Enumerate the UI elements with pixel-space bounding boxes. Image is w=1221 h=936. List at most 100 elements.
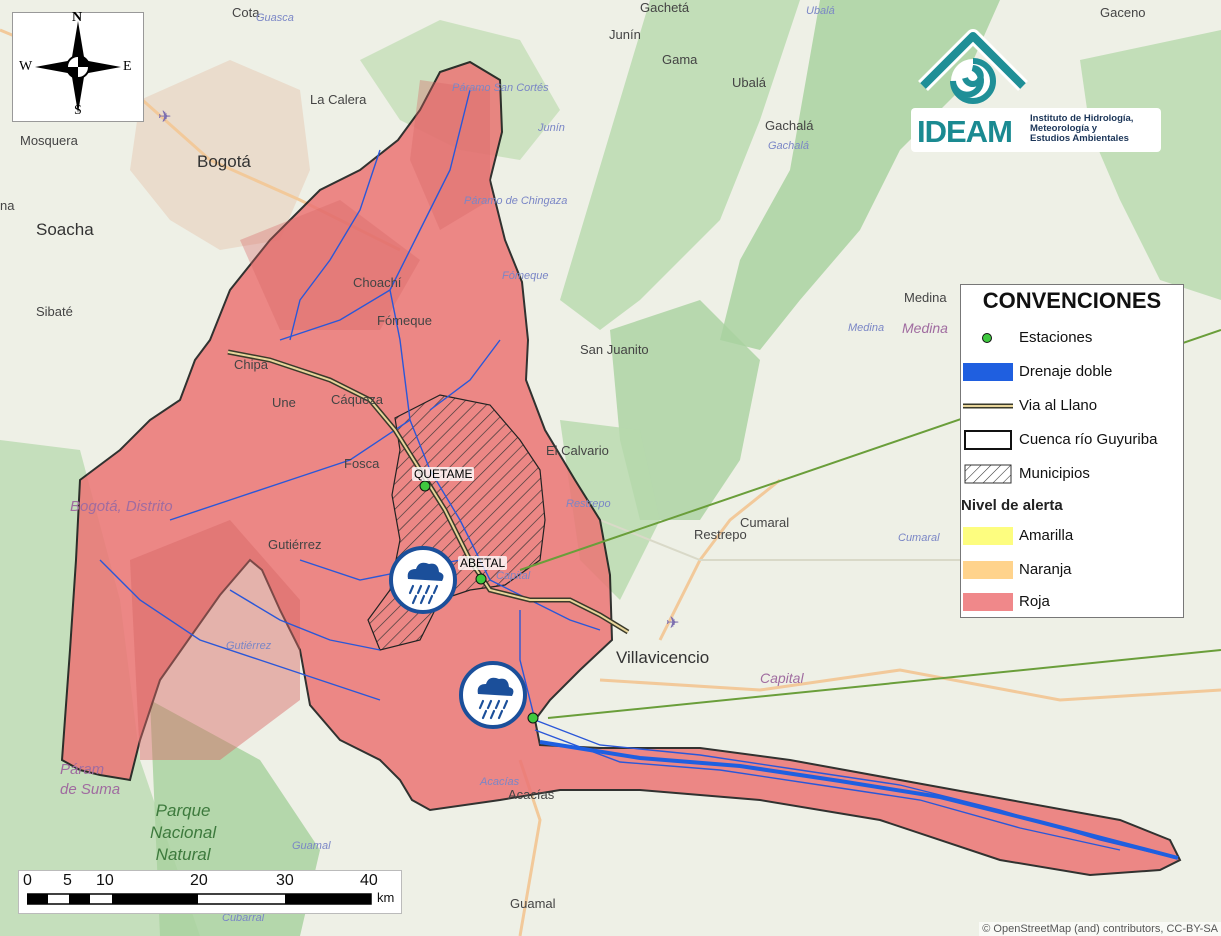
river-label-ubala: Ubalá (806, 5, 835, 17)
station-label-puente: ABETAL (458, 556, 508, 570)
place-caqueza: Cáqueza (331, 392, 384, 407)
place-el-calvario: El Calvario (546, 443, 609, 458)
place-junin: Junín (609, 27, 641, 42)
legend-item-via: Via al Llano (961, 391, 1183, 421)
place-na: na (0, 198, 15, 213)
legend-item-municipios: Municipios (961, 459, 1183, 489)
place-acacias: Acacías (508, 787, 555, 802)
legend-label: Amarilla (1019, 527, 1074, 544)
road (599, 668, 1221, 702)
relief-area (1080, 30, 1221, 300)
logo-subtitle-1: Instituto de Hidrología, (1030, 113, 1134, 124)
place-medina: Medina (904, 290, 947, 305)
place-chipaque: Chipa (234, 357, 268, 372)
region-medina: Medina (902, 320, 948, 336)
river-label-fomeque: Fómeque (502, 270, 549, 282)
hatch-swatch-icon (964, 464, 1012, 484)
river-label-paramo-ch: Páramo de Chingaza (464, 195, 568, 207)
relief-area (560, 0, 800, 330)
park-label: Parque Nacional Natural (150, 801, 217, 864)
region-paramo-suma: Páram de Suma (60, 761, 121, 798)
place-ubala: Ubalá (732, 75, 766, 90)
legend-item-drenaje: Drenaje doble (961, 357, 1183, 387)
basin-relief (410, 80, 490, 230)
place-une: Une (272, 395, 296, 410)
legend-label: Cuenca río Guyuriba (1019, 431, 1158, 448)
river-label-guamal: Guamal (292, 840, 331, 852)
place-gaceno: Gaceno (1100, 5, 1146, 20)
ideam-logo: IDEAM Instituto de Hidrología, Meteorolo… (903, 26, 1165, 154)
place-guamal: Guamal (510, 896, 556, 911)
legend-label: Estaciones (1019, 329, 1093, 346)
place-gacheta: Gachetá (640, 0, 690, 15)
scale-unit: km (377, 890, 395, 905)
place-villavicencio: Villavicencio (616, 648, 710, 667)
legend-item-cuenca: Cuenca río Guyuriba (961, 425, 1183, 455)
watershed-cuenca-rio-guyuriba (60, 60, 1182, 877)
legend-level-roja: Roja (961, 587, 1183, 617)
legend-title: CONVENCIONES (982, 288, 1162, 313)
airport-icon: ✈ (666, 613, 679, 632)
via-al-llano-inner (227, 351, 629, 633)
place-fomeque: Fómeque (377, 313, 432, 328)
place-choachi: Choachí (353, 275, 402, 290)
place-soacha: Soacha (36, 220, 94, 239)
river-label-cubarral: Cubarral (222, 912, 265, 924)
scale-tick: 10 (96, 872, 114, 889)
river-label-medina: Medina (848, 322, 885, 334)
river-label-paramo-sc: Páramo San Cortés (452, 82, 549, 94)
place-gachala: Gachalá (765, 118, 814, 133)
drainage-swatch-icon (963, 363, 1013, 381)
rain-alert-icon[interactable] (458, 660, 528, 730)
basin-relief (240, 200, 420, 330)
road-line-icon (963, 403, 1013, 409)
logo-subtitle-2: Meteorología y (1030, 123, 1098, 134)
station-puente-marker (475, 573, 487, 585)
place-gama: Gama (662, 52, 698, 67)
river-label-restrepo: Restrepo (566, 498, 611, 510)
station-3-marker (527, 712, 539, 724)
scale-tick: 0 (23, 872, 32, 889)
drenaje-doble (539, 740, 1179, 860)
place-mosquera: Mosquera (20, 133, 78, 148)
place-sibate: Sibaté (36, 304, 73, 319)
river-label-gachala: Gachalá (768, 140, 809, 152)
legend-section-title: Nivel de alerta (961, 497, 1063, 514)
legend-level-amarilla: Amarilla (961, 521, 1183, 551)
orange-swatch-icon (963, 561, 1013, 579)
place-bogota: Bogotá (197, 152, 251, 171)
place-la-calera: La Calera (310, 92, 367, 107)
river-label-acacias: Acacías (480, 776, 520, 788)
logo-subtitle: Instituto de Hidrología, Meteorología y … (1030, 114, 1133, 144)
station-dot-icon (982, 333, 992, 343)
logo-subtitle-3: Estudios Ambientales (1030, 133, 1129, 144)
scale-tick: 5 (63, 872, 72, 889)
place-cumaral: Cumaral (740, 515, 790, 530)
scale-bar-graphic (27, 893, 372, 905)
basin-outline-icon (964, 430, 1012, 450)
scale-bar: 0 5 10 20 30 40 km (18, 870, 402, 914)
scale-tick: 30 (276, 872, 294, 889)
airport-icon: ✈ (158, 107, 171, 126)
legend-label: Via al Llano (1019, 397, 1098, 414)
compass-e: E (123, 59, 132, 74)
place-gutierrez: Gutiérrez (268, 537, 322, 552)
north-arrow: N S E W (12, 10, 144, 122)
place-fosca: Fosca (344, 456, 380, 471)
legend-label: Roja (1019, 593, 1050, 610)
station-quetame-marker (419, 480, 431, 492)
legend: CONVENCIONES Estaciones Drenaje doble Vi… (960, 284, 1184, 618)
river-label-junin: Junín (538, 122, 565, 134)
region-bogota-dc: Bogotá, Distrito (70, 498, 173, 515)
scale-tick: 40 (360, 872, 378, 889)
rain-alert-icon[interactable] (388, 545, 458, 615)
yellow-swatch-icon (963, 527, 1013, 545)
ideam-emblem-icon (911, 29, 1161, 152)
station-label-quetame: QUETAME (412, 467, 475, 481)
river-label-capital: Capital (496, 570, 531, 582)
basin-relief (130, 520, 300, 760)
callout-line (547, 649, 1221, 719)
place-restrepo: Restrepo (694, 527, 747, 542)
